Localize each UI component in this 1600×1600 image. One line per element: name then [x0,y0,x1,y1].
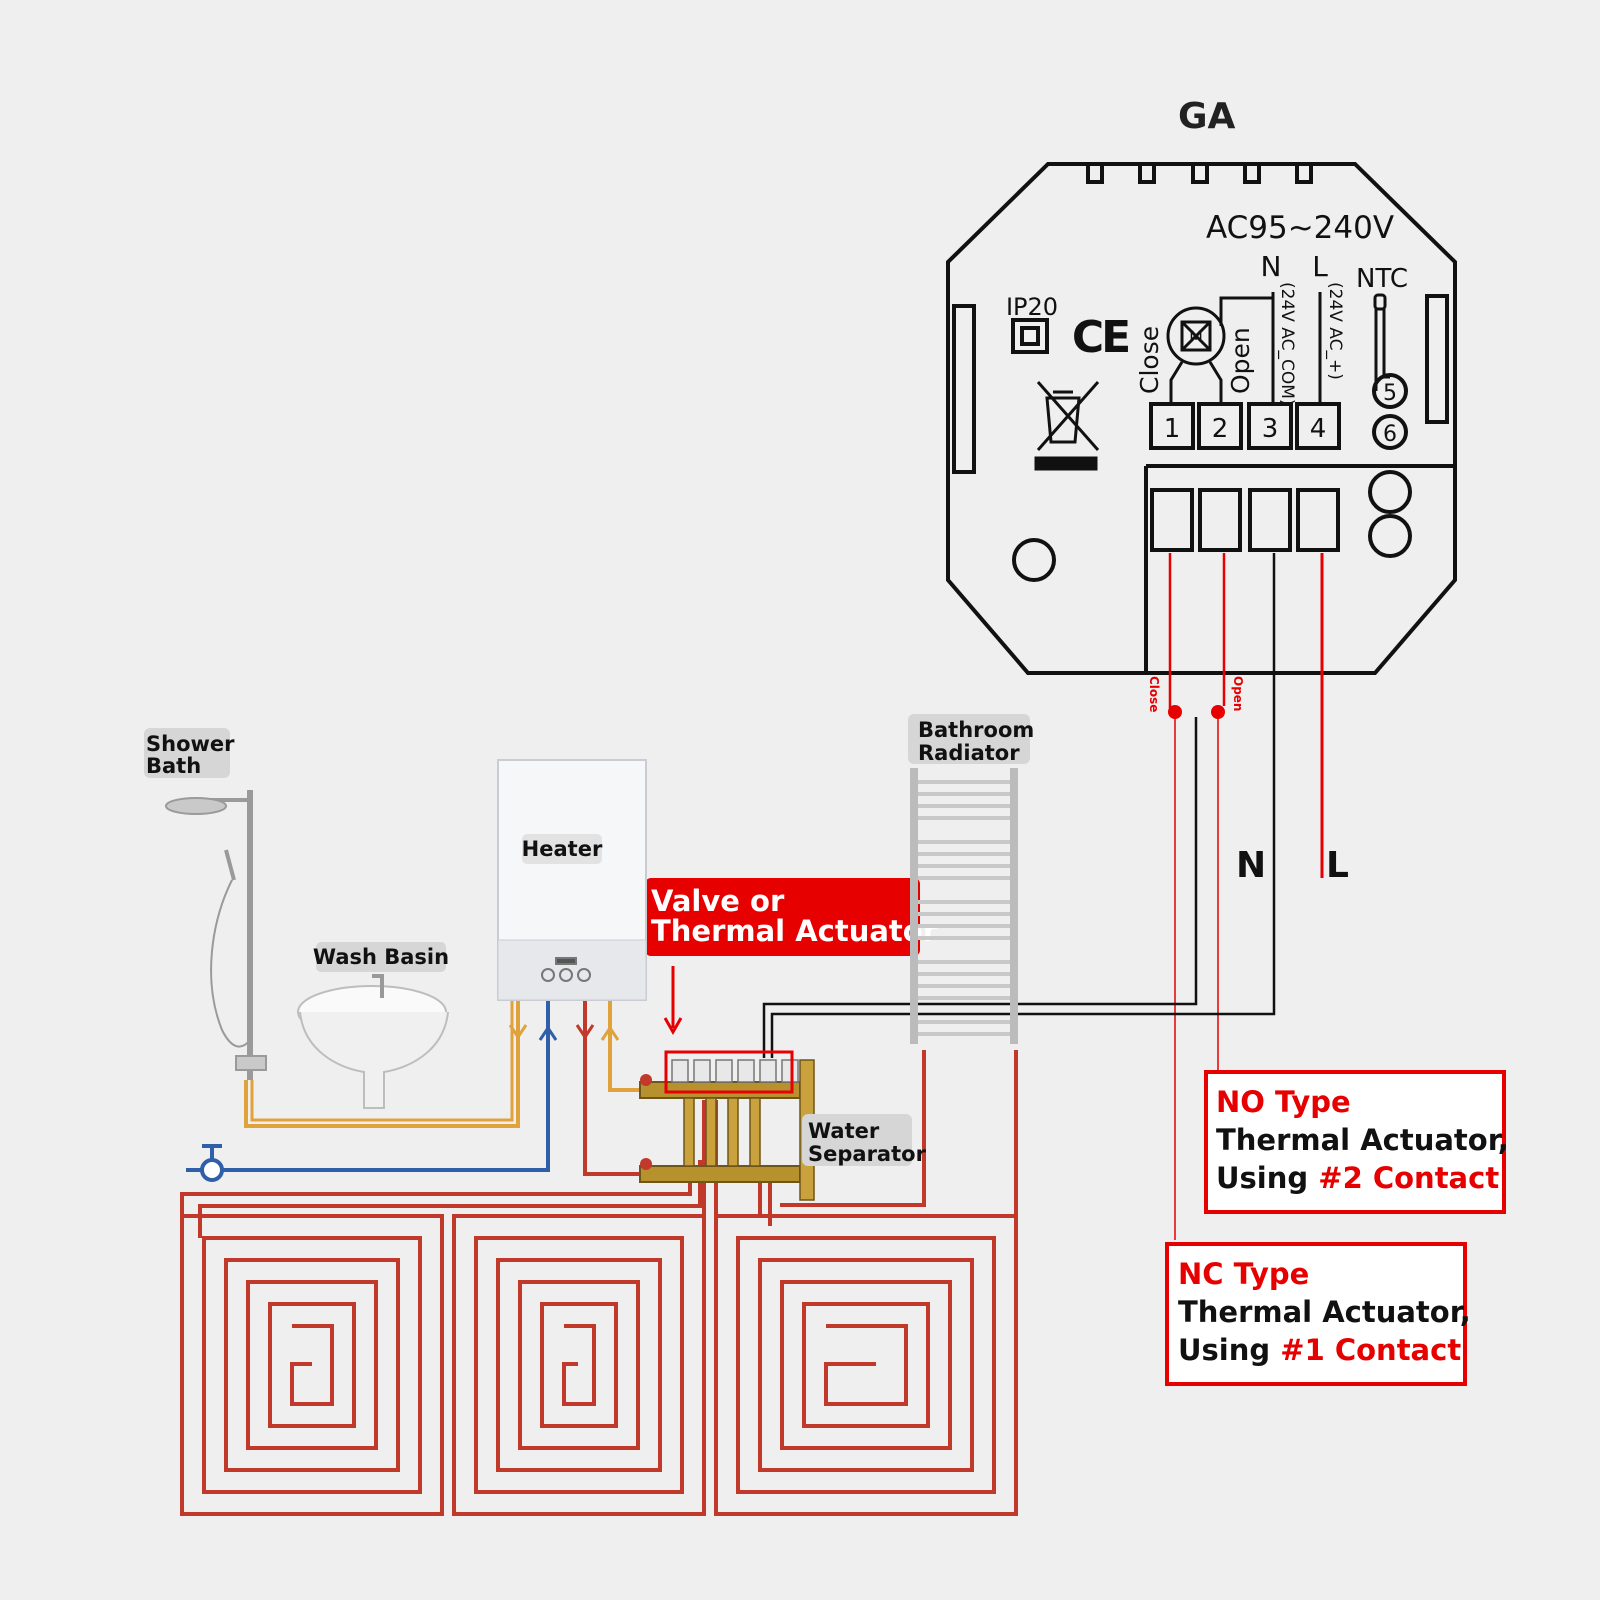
floor-heating-loops [180,1050,1018,1516]
shower-bath [144,728,267,1080]
wiring [762,553,1324,1240]
terminal-4: 4 [1310,414,1327,444]
side-clips [952,294,1449,474]
actuator-highlight [664,1050,794,1094]
thermostat: GA AC95~240V N L NTC IP20 CE [946,96,1457,675]
no-type-contact: #2 Contact [1318,1161,1499,1195]
heater-controls [541,957,591,982]
numbered-terminals [1149,373,1408,450]
nc-type-using: Using [1178,1333,1280,1367]
terminal-2: 2 [1212,414,1229,444]
terminal-1: 1 [1164,414,1181,444]
thermostat-model: GA [1178,96,1236,137]
ip20-label: IP20 [1006,293,1058,321]
wash-basin: Wash Basin [297,942,449,1109]
terminal-3: 3 [1262,414,1279,444]
water-separator [639,1050,815,1201]
cold-valve-icon [200,1158,224,1182]
ntc-label: NTC [1356,264,1408,294]
l-wire-label: L [1326,845,1349,886]
n-wire-label: N [1236,845,1266,886]
shower-label-line2: Bath [146,754,201,778]
valve-callout-line2: Thermal Actuator [651,914,938,948]
terminal-l-label: L [1312,250,1328,283]
open-vertical-label: Open [1226,327,1255,394]
no-type-box: NO Type Thermal Actuator, Using #2 Conta… [1204,1070,1509,1214]
no-type-line2: Thermal Actuator, [1216,1123,1509,1157]
open-wire-label: Open [1231,676,1245,711]
terminal-n-label: N [1261,250,1282,283]
weee-bin-icon [1034,381,1100,471]
nc-type-title: NC Type [1178,1257,1309,1291]
motor-m: M [1189,327,1203,346]
valve-callout-line1: Valve or [651,884,785,918]
valve-callout: Valve or Thermal Actuator [645,878,938,1036]
terminal-6: 6 [1383,422,1397,447]
svg-text:Using #1 Contact: Using #1 Contact [1178,1333,1461,1367]
no-type-title: NO Type [1216,1085,1351,1119]
close-wire-label: Close [1147,676,1161,712]
nc-type-box: NC Type Thermal Actuator, Using #1 Conta… [1165,1242,1471,1386]
nc-type-line2: Thermal Actuator, [1178,1295,1471,1329]
radiator-label-line1: Bathroom [918,718,1034,742]
motor-symbol [1166,296,1273,405]
plus-note: (24V AC_+) [1325,282,1345,380]
nc-type-contact: #1 Contact [1280,1333,1461,1367]
no-type-using: Using [1216,1161,1318,1195]
radiator-label-line2: Radiator [918,741,1020,765]
close-vertical-label: Close [1135,326,1164,394]
mounting-hole [1012,538,1056,582]
double-insulation-icon [1011,318,1049,354]
com-note: (24V AC_COM) [1277,282,1297,406]
wash-basin-label: Wash Basin [313,945,449,969]
piping [186,1000,640,1182]
separator-label-line2: Separator [808,1142,927,1166]
heater: Heater [497,759,647,1001]
terminal-5: 5 [1383,381,1397,406]
svg-text:Using #2 Contact: Using #2 Contact [1216,1161,1499,1195]
terminal-block [1144,464,1455,674]
ce-mark: CE [1072,312,1128,363]
heater-label: Heater [522,837,603,861]
separator-label-line1: Water [808,1119,880,1143]
voltage-label: AC95~240V [1206,210,1394,246]
shower-label-line1: Shower [146,732,235,756]
bathroom-radiator: Bathroom Radiator [908,714,1034,1044]
thermostat-outline [946,162,1457,675]
top-clips [1086,164,1313,184]
